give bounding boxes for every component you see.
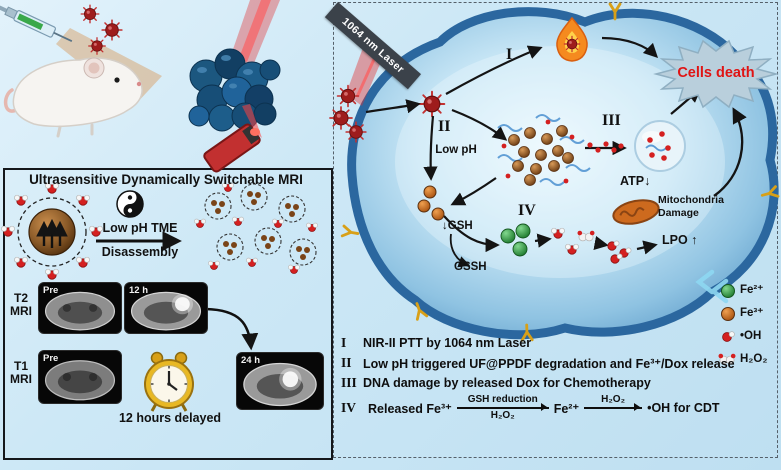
caption-line-4-reaction: IV Released Fe³⁺ GSH reduction H₂O₂ Fe²⁺… xyxy=(341,394,720,422)
legend-h2o2-label: H₂O₂ xyxy=(740,353,768,365)
reaction-prefix: Released Fe³⁺ xyxy=(368,401,452,416)
mouse-eye xyxy=(114,77,120,83)
step-iii-label: III xyxy=(602,112,621,129)
mri-scan-24h: 24 h xyxy=(236,352,324,410)
low-ph-tme-label: Low pH TME xyxy=(102,221,178,235)
low-ph-label: Low pH xyxy=(435,144,477,156)
laser-device-icon xyxy=(203,104,262,173)
degraded-nanoparticle-cluster xyxy=(497,114,591,186)
disassembled-nanoparticles xyxy=(194,182,318,274)
mitochondria-icon xyxy=(612,199,660,225)
delay-arrow xyxy=(205,307,259,351)
mri-panel-border xyxy=(3,168,333,460)
reaction-mid: Fe²⁺ xyxy=(553,401,580,416)
cells-death-burst xyxy=(653,39,779,109)
mri-panel-art xyxy=(1,182,318,412)
alarm-clock-icon xyxy=(144,351,194,412)
delay-note-label: 12 hours delayed xyxy=(118,411,222,425)
cell-illustration xyxy=(329,2,780,365)
scan-label: 24 h xyxy=(241,355,261,366)
atp-label: ATP↓ xyxy=(620,174,651,188)
step-iv-label: IV xyxy=(518,202,536,219)
cells-death-label: Cells death xyxy=(677,65,755,81)
fe3-released-particles xyxy=(417,185,445,221)
yin-yang-icon xyxy=(116,190,144,218)
dox-release-trail xyxy=(587,141,624,153)
syringe-icon xyxy=(0,5,73,43)
legend-fe2-label: Fe²⁺ xyxy=(740,284,764,296)
reaction-arrow-1: GSH reduction H₂O₂ xyxy=(456,395,549,422)
mri-scan-t2-pre: Pre xyxy=(38,282,122,334)
tumor-illustration xyxy=(188,48,281,132)
cell-membrane xyxy=(347,7,779,340)
vesicle-icon xyxy=(634,120,686,172)
lpo-label: LPO ↑ xyxy=(662,233,698,247)
lpo-chevrons xyxy=(695,269,729,304)
mouse-nose xyxy=(136,81,142,87)
step-i-label: I xyxy=(506,46,513,63)
mri-panel-title: Ultrasensitive Dynamically Switchable MR… xyxy=(29,172,303,187)
injection-scene xyxy=(0,0,281,173)
scan-label: Pre xyxy=(43,285,59,296)
mouse-illustration xyxy=(3,57,143,138)
scan-label: 12 h xyxy=(129,285,149,296)
gssh-label: GSSH xyxy=(454,261,487,273)
mri-scan-t2-12h: 12 h xyxy=(124,282,208,334)
legend-oh-label: •OH xyxy=(740,330,762,342)
step-ii-label: II xyxy=(438,118,451,135)
legend-marks xyxy=(718,284,736,365)
gsh-label: ↓GSH xyxy=(442,220,473,232)
reaction-suffix: •OH for CDT xyxy=(647,401,720,416)
mri-scan-t1-pre: Pre xyxy=(38,350,122,404)
flame-icon xyxy=(556,16,588,62)
fe2-particles xyxy=(500,223,531,257)
scan-label: Pre xyxy=(43,353,59,364)
reaction-arrow-2: H₂O₂ xyxy=(584,395,643,422)
assembled-nanoparticle-shell xyxy=(17,197,87,267)
legend-fe3-label: Fe³⁺ xyxy=(740,307,764,319)
mouse-tail xyxy=(3,88,18,113)
disassembly-label: Disassembly xyxy=(101,245,179,259)
